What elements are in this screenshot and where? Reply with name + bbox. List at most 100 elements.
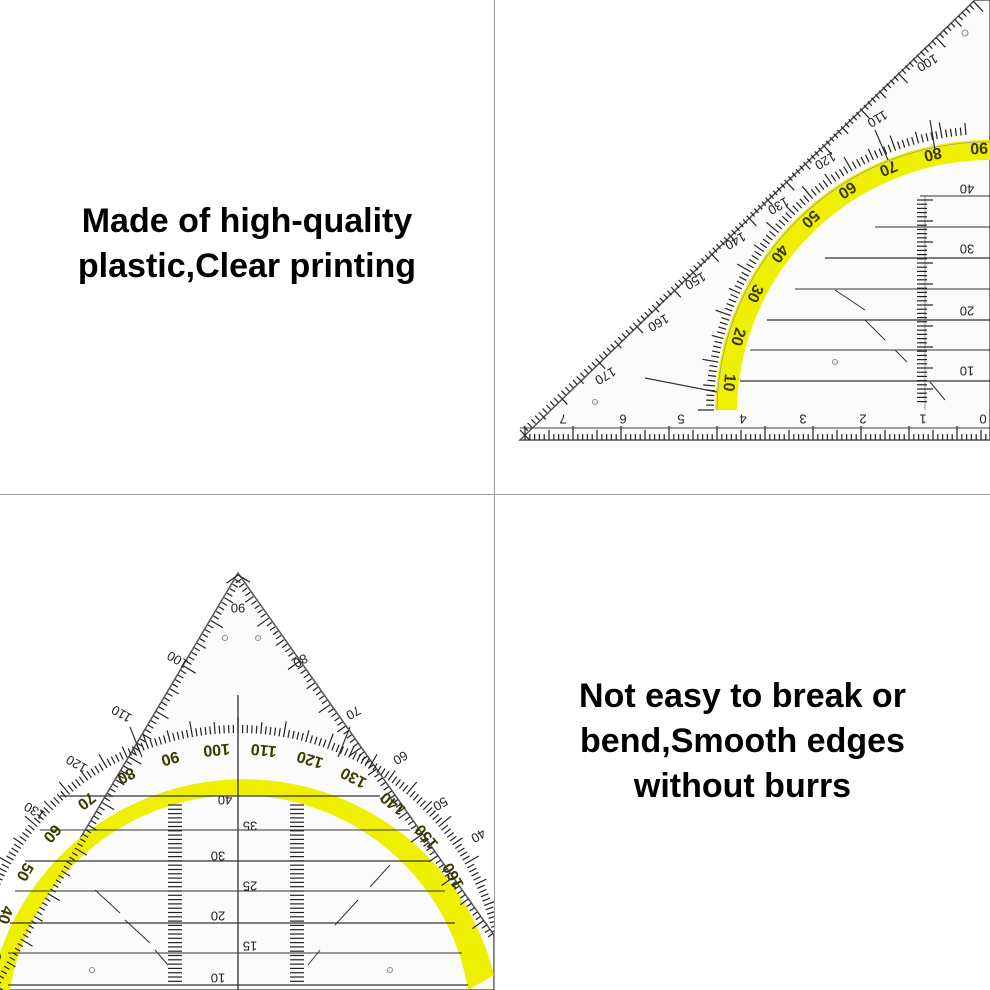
arc-tick (734, 284, 743, 290)
arc-tick (0, 856, 12, 865)
arc-tick (778, 219, 786, 226)
edge-tick (226, 592, 233, 597)
arc-tick (878, 148, 883, 157)
edge-tick (260, 613, 266, 618)
hypotenuse-tick (595, 358, 606, 370)
hypotenuse-tick (889, 79, 895, 85)
edge-tick (150, 720, 157, 725)
hypotenuse-tick (784, 179, 795, 191)
edge-tick (410, 833, 423, 843)
arc-tick (906, 138, 910, 147)
arc-tick (706, 389, 715, 392)
edge-tick (172, 683, 179, 688)
edge-tick (321, 699, 328, 705)
band-angle-label: 40 (0, 903, 16, 925)
edge-tick (272, 630, 279, 636)
edge-tick (118, 774, 124, 779)
arc-tick (489, 920, 494, 924)
hypotenuse-tick (799, 165, 805, 171)
hypotenuse-tick (950, 22, 956, 28)
arc-tick (19, 835, 27, 842)
arc-tick (71, 781, 78, 789)
hypotenuse-tick (742, 218, 748, 225)
hypotenuse-tick (746, 215, 757, 227)
hypotenuse-tick (632, 322, 644, 334)
arc-tick (708, 369, 717, 373)
hypotenuse-tick (723, 236, 729, 242)
hypotenuse-tick (837, 129, 843, 135)
edge-tick (229, 588, 236, 593)
base-label: 5 (677, 412, 684, 427)
edge-tick (120, 770, 127, 775)
edge-tick (303, 673, 309, 679)
center-label: 35 (243, 819, 257, 834)
edge-tick (153, 715, 160, 720)
edge-tick (275, 634, 282, 640)
arc-tick (127, 748, 132, 756)
arc-tick (98, 763, 104, 771)
arc-tick (368, 753, 378, 769)
edge-tick (291, 656, 297, 662)
band-angle-label: 30 (743, 281, 766, 305)
edge-tick (395, 803, 402, 808)
edge-tick (39, 906, 45, 911)
base-label: 7 (559, 412, 566, 427)
arc-tick (702, 358, 719, 363)
hypotenuse-tick (939, 33, 945, 39)
arc-tick (454, 843, 463, 849)
edge-tick (82, 833, 89, 838)
edge-tick (77, 842, 84, 848)
center-label: 30 (211, 849, 225, 864)
side-label: 10 (960, 364, 974, 379)
arc-tick (90, 768, 96, 776)
hypotenuse-tick (957, 15, 963, 21)
edge-tick (287, 660, 300, 670)
hypotenuse-tick (606, 347, 612, 353)
edge-tick (96, 811, 103, 816)
edge-tick (107, 792, 113, 797)
arc-tick (189, 721, 194, 738)
arc-tick (944, 129, 948, 138)
edge-tick (115, 779, 125, 786)
edge-tick (205, 629, 211, 634)
edge-tick (410, 825, 417, 830)
hypotenuse-tick (855, 111, 861, 117)
edge-tick (191, 651, 198, 656)
base-label: 0 (979, 412, 986, 427)
arc-tick (98, 753, 108, 769)
edge-tick (80, 838, 86, 843)
center-label: 25 (243, 879, 257, 894)
arc-tick (380, 768, 386, 776)
arc-tick (387, 770, 396, 781)
hypotenuse-tick (787, 175, 793, 182)
arc-tick (873, 150, 879, 159)
edge-tick (101, 801, 115, 811)
outer-label: 50 (431, 794, 451, 814)
arc-tick (492, 930, 494, 933)
arc-tick (449, 835, 457, 842)
arc-tick (754, 250, 762, 257)
band-angle-label: 100 (202, 740, 230, 759)
edge-tick (6, 961, 16, 968)
arc-tick (260, 721, 263, 735)
edge-tick (36, 911, 43, 916)
arc-tick (935, 131, 938, 140)
arc-tick (435, 817, 443, 824)
hypotenuse-tick (674, 283, 680, 289)
band-angle-label: 90 (159, 747, 181, 768)
hypotenuse-tick (791, 172, 797, 178)
hypotenuse-tick (863, 104, 869, 110)
edge-tick (453, 885, 460, 890)
arc-tick (278, 728, 281, 737)
arc-tick (471, 871, 479, 877)
edge-tick (52, 883, 59, 888)
edge-tick (128, 756, 142, 765)
hypotenuse-tick (610, 343, 616, 350)
hypotenuse-tick (874, 93, 880, 100)
band-angle-label: 10 (719, 373, 738, 393)
edge-tick (47, 892, 61, 902)
hypotenuse-tick (614, 340, 622, 349)
arc-tick (269, 726, 272, 736)
edge-tick (284, 647, 291, 653)
edge-tick (161, 701, 168, 706)
